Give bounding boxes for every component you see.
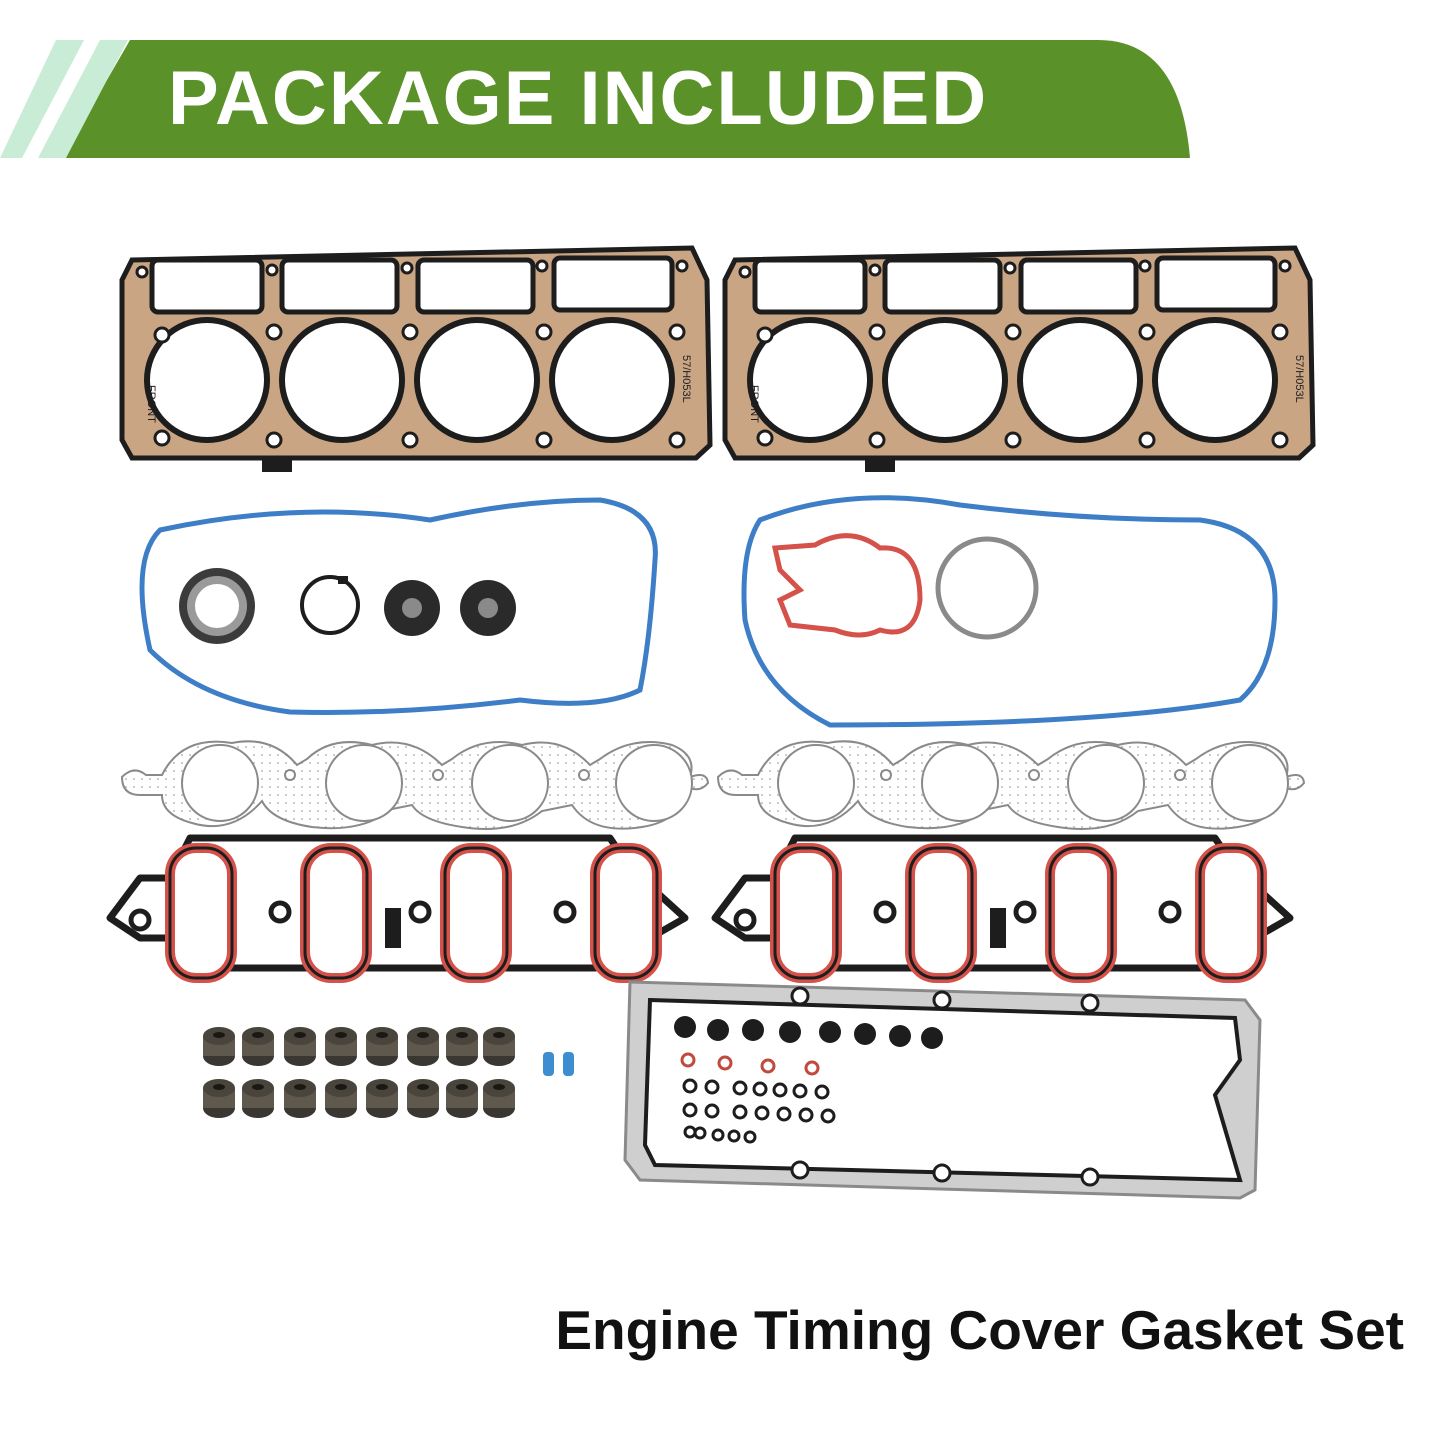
exhaust-manifold-gasket-left (121, 740, 709, 830)
o-ring-seal (300, 575, 360, 635)
valve-cover-gasket-left (139, 497, 658, 715)
valve-stem-seal (407, 1079, 439, 1118)
fuel-injector-o-rings (674, 1016, 943, 1144)
valve-cover-gasket-right (741, 495, 1278, 728)
valve-stem-seal (284, 1027, 316, 1066)
valve-stem-seal (325, 1079, 357, 1118)
cylinder-head-gasket-right: FRONT 57/H053L (725, 248, 1313, 472)
rubber-grommet-1 (384, 580, 440, 636)
rubber-grommet-2 (460, 580, 516, 636)
metal-ring-gasket (935, 536, 1039, 640)
throttle-body-gasket (771, 533, 923, 638)
valve-stem-seal (203, 1027, 235, 1066)
part-code-label: 57/H053L (680, 355, 692, 403)
valve-stem-seal (242, 1079, 274, 1118)
valve-stem-seal (242, 1027, 274, 1066)
blue-plugs (543, 1052, 574, 1076)
exhaust-manifold-gasket-right (717, 740, 1305, 830)
intake-manifold-gasket-left (110, 838, 685, 978)
valve-stem-seals (203, 1027, 515, 1118)
valve-stem-seal (366, 1079, 398, 1118)
part-code-label: 57/H053L (1293, 355, 1305, 403)
intake-manifold-gasket-right (715, 838, 1290, 978)
front-label: FRONT (145, 385, 157, 423)
valve-stem-seal (483, 1027, 515, 1066)
banner-stripe-2 (38, 40, 128, 158)
banner-background (0, 40, 1190, 158)
package-included-banner: PACKAGE INCLUDED (0, 40, 1190, 158)
valve-stem-seal (203, 1079, 235, 1118)
valley-cover-gasket (623, 980, 1262, 1200)
valve-stem-seal (325, 1027, 357, 1066)
product-caption: Engine Timing Cover Gasket Set (555, 1299, 1404, 1361)
valve-stem-seal (407, 1027, 439, 1066)
banner-title: PACKAGE INCLUDED (168, 56, 989, 141)
valve-stem-seal (446, 1079, 478, 1118)
front-crank-seal (179, 568, 255, 644)
banner-stripe-1 (0, 40, 84, 158)
valve-stem-seal (446, 1027, 478, 1066)
front-label: FRONT (748, 385, 760, 423)
valve-stem-seal (366, 1027, 398, 1066)
cylinder-head-gasket-left: FRONT 57/H053L (122, 248, 710, 472)
valve-stem-seal (483, 1079, 515, 1118)
valve-stem-seal (284, 1079, 316, 1118)
